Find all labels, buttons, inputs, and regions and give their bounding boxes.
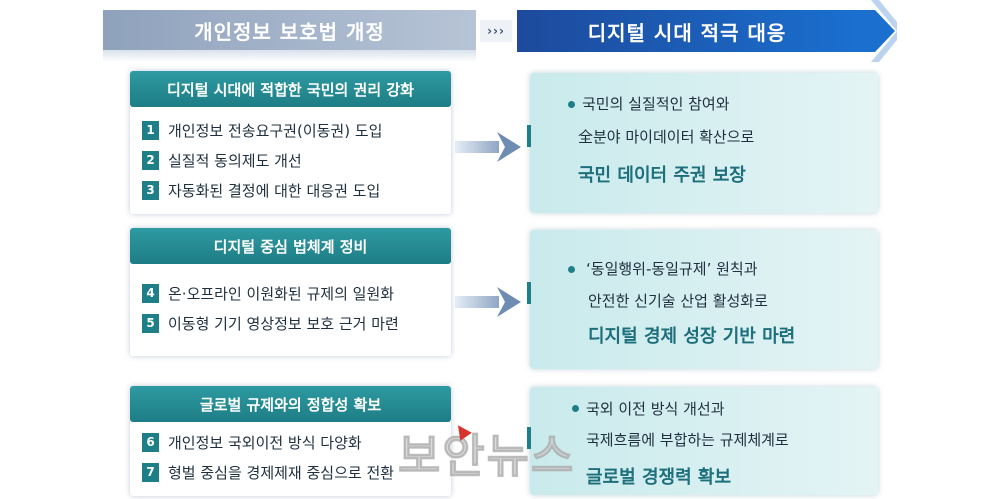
right-header-arrow-head-icon	[853, 0, 897, 62]
outcome-3-headline: 글로벌 경쟁력 확보	[586, 467, 732, 488]
section-1-card: 디지털 시대에 적합한 국민의 권리 강화 1 개인정보 전송요구권(이동권) …	[130, 71, 451, 214]
section-1-item-2: 2 실질적 동의제도 개선	[142, 148, 302, 172]
left-header-shadow	[103, 50, 476, 62]
left-header-title: 개인정보 보호법 개정	[194, 19, 385, 44]
item-text: 형벌 중심을 경제제재 중심으로 전환	[168, 463, 395, 482]
left-header-banner: 개인정보 보호법 개정	[103, 10, 476, 50]
outcome-2-card: ‘동일행위-동일규제’ 원칙과 안전한 신기술 산업 활성화로 디지털 경제 성…	[527, 230, 878, 369]
item-text: 실질적 동의제도 개선	[168, 151, 302, 170]
outcome-3-line-2: 국제흐름에 부합하는 규제체계로	[586, 431, 789, 449]
section-3-title: 글로벌 규제와의 정합성 확보	[130, 386, 451, 422]
item-text: 개인정보 국외이전 방식 다양화	[168, 433, 362, 452]
item-number-badge: 1	[142, 120, 159, 140]
outcome-3-line-1: 국외 이전 방식 개선과	[586, 400, 725, 418]
watermark-logo: 보안뉴스	[397, 429, 576, 484]
section-3-card: 글로벌 규제와의 정합성 확보 6 개인정보 국외이전 방식 다양화 7 형벌 …	[130, 386, 451, 496]
outcome-1-line-2: 全분야 마이데이터 확산으로	[578, 128, 755, 146]
outcome-1-line-1: 국민의 실질적인 참여와	[582, 95, 730, 113]
bullet-icon	[572, 405, 579, 412]
outcome-3-card: 국외 이전 방식 개선과 국제흐름에 부합하는 규제체계로 글로벌 경쟁력 확보	[527, 387, 878, 495]
item-text: 자동화된 결정에 대한 대응권 도입	[168, 181, 381, 200]
item-text: 온·오프라인 이원화된 규제의 일원화	[168, 284, 395, 303]
right-header-title: 디지털 시대 적극 대응	[587, 20, 787, 45]
section-2-card: 디지털 중심 법체계 정비 4 온·오프라인 이원화된 규제의 일원화 5 이동…	[130, 228, 451, 356]
outcome-1-headline: 국민 데이터 주권 보장	[578, 165, 746, 186]
right-header-banner: 디지털 시대 적극 대응	[517, 0, 897, 62]
item-number-badge: 5	[142, 313, 159, 333]
bullet-icon	[568, 266, 575, 273]
header-connector-chevrons: ›››	[480, 20, 512, 42]
outcome-1-card: 국민의 실질적인 참여와 全분야 마이데이터 확산으로 국민 데이터 주권 보장	[527, 73, 878, 213]
item-number-badge: 4	[142, 283, 159, 303]
section-2-item-5: 5 이동형 기기 영상정보 보호 근거 마련	[142, 311, 399, 335]
section-1-item-3: 3 자동화된 결정에 대한 대응권 도입	[142, 178, 380, 202]
section-2-arrow-icon	[455, 287, 521, 317]
outcome-2-line-1: ‘동일행위-동일규제’ 원칙과	[586, 260, 758, 278]
section-2-title: 디지털 중심 법체계 정비	[130, 228, 451, 264]
item-number-badge: 7	[142, 462, 159, 482]
section-3-item-6: 6 개인정보 국외이전 방식 다양화	[142, 430, 362, 454]
outcome-tab	[527, 282, 531, 304]
item-number-badge: 6	[142, 432, 159, 452]
bullet-icon	[568, 101, 575, 108]
section-1-title: 디지털 시대에 적합한 국민의 권리 강화	[130, 71, 451, 107]
outcome-2-headline: 디지털 경제 성장 기반 마련	[588, 326, 796, 347]
item-number-badge: 2	[142, 150, 159, 170]
item-number-badge: 3	[142, 180, 159, 200]
section-2-item-4: 4 온·오프라인 이원화된 규제의 일원화	[142, 281, 394, 305]
section-1-item-1: 1 개인정보 전송요구권(이동권) 도입	[142, 118, 382, 142]
item-text: 개인정보 전송요구권(이동권) 도입	[168, 121, 383, 140]
right-header-body: 디지털 시대 적극 대응	[517, 10, 857, 52]
outcome-tab	[527, 427, 531, 449]
section-1-arrow-icon	[455, 132, 521, 162]
outcome-tab	[527, 125, 531, 147]
outcome-2-line-2: 안전한 신기술 산업 활성화로	[588, 292, 768, 310]
section-3-item-7: 7 형벌 중심을 경제제재 중심으로 전환	[142, 460, 394, 484]
item-text: 이동형 기기 영상정보 보호 근거 마련	[168, 314, 399, 333]
